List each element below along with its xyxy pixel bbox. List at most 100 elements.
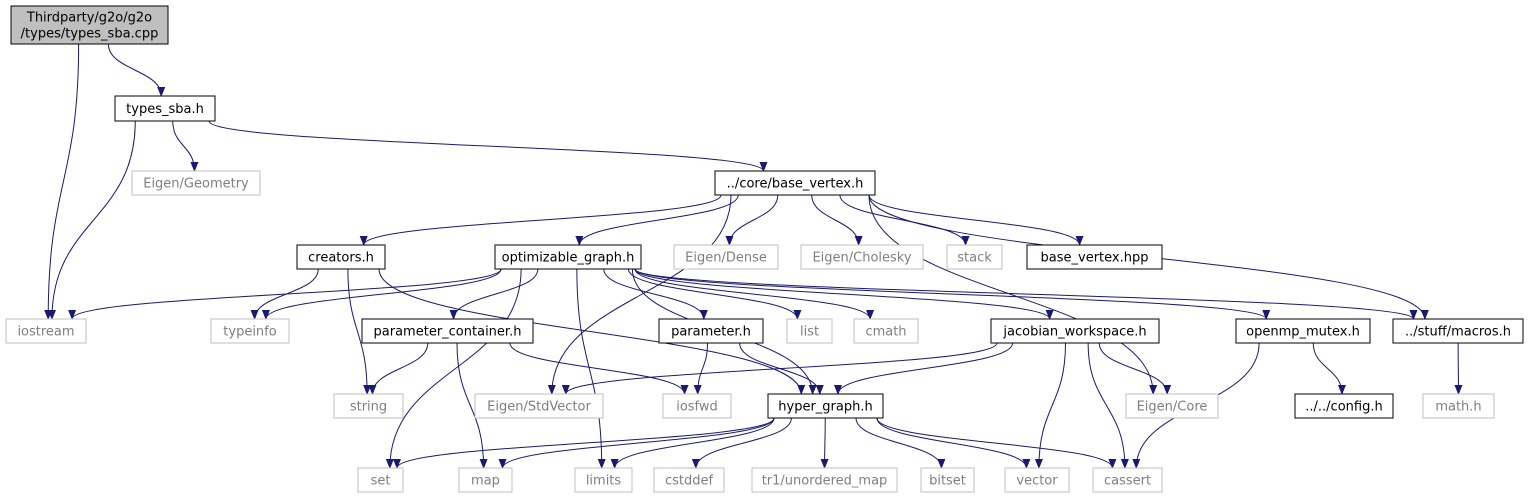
node-label: parameter_container.h (374, 325, 522, 340)
node-box (800, 244, 924, 270)
edge-parameter_container_h-to-iosfwd (509, 342, 689, 395)
edge-parameter_h-to-iosfwd (693, 342, 708, 395)
edge-root-to-types_sba_h (107, 43, 166, 97)
node-base-vertex-hpp[interactable]: base_vertex.hpp (1026, 244, 1163, 270)
node-box (920, 467, 975, 493)
edge-optimizable_graph_h-to-jacobian_workspace_h (634, 268, 1054, 320)
edge-optimizable_graph_h-to-parameter_h (603, 268, 708, 320)
node-eigen-geometry: Eigen/Geometry (131, 170, 261, 196)
node-eigen-dense: Eigen/Dense (673, 244, 779, 270)
node-label: jacobian_workspace.h (1002, 325, 1146, 340)
node-box (131, 170, 261, 196)
node-bitset: bitset (920, 467, 975, 493)
edge-base_vertex_h-to-creators_h (359, 194, 722, 246)
node-label: ../../config.h (1305, 400, 1382, 415)
node-list: list (786, 318, 833, 344)
node-box (662, 393, 732, 419)
node-iosfwd: iosfwd (662, 393, 732, 419)
node-parameter-container-h[interactable]: parameter_container.h (361, 318, 534, 344)
edge-base_vertex_h-to-optimizable_graph_h (575, 194, 739, 246)
edge-jacobian_workspace_h-to-vector (1034, 342, 1066, 469)
node-box (1004, 467, 1070, 493)
edge-optimizable_graph_h-to-set (385, 268, 522, 469)
node-box (574, 467, 633, 493)
node-label: Eigen/Dense (685, 251, 767, 266)
node-box (494, 244, 642, 270)
node-root[interactable]: Thirdparty/g2o/g2o/types/types_sba.cpp (10, 5, 169, 45)
node-box (296, 244, 386, 270)
edge-hyper_graph_h-to-bitset (855, 417, 946, 469)
edge-base_vertex_h-to-eigen_core (868, 194, 1158, 395)
node-box (946, 244, 1003, 270)
node-box (1125, 393, 1219, 419)
node-label: ../core/base_vertex.h (727, 177, 864, 192)
node-hyper-graph-h[interactable]: hyper_graph.h (767, 393, 884, 419)
node-box (990, 318, 1160, 344)
edge-optimizable_graph_h-to-cmath (634, 268, 875, 320)
node-label: base_vertex.hpp (1041, 251, 1149, 266)
node-box (853, 318, 919, 344)
node-label: Eigen/Core (1137, 400, 1208, 415)
edge-optimizable_graph_h-to-openmp_mutex_h (634, 268, 1271, 320)
node-label: /types/types_sba.cpp (21, 27, 159, 42)
edge-optimizable_graph_h-to-limits (576, 268, 606, 469)
node-box (1392, 318, 1524, 344)
edge-optimizable_graph_h-to-typeinfo (261, 268, 502, 320)
node-eigen-stdvector: Eigen/StdVector (474, 393, 604, 419)
node-cstddef: cstddef (653, 467, 725, 493)
node-label: string (350, 400, 387, 415)
edge-base_vertex_h-to-eigen_dense (725, 194, 779, 246)
node-box (1422, 393, 1495, 419)
edge-jacobian_workspace_h-to-eigen_core (1098, 342, 1172, 395)
node-box (658, 318, 764, 344)
node-label: stack (957, 251, 992, 266)
node-label: Eigen/Cholesky (812, 251, 911, 266)
edge-parameter_container_h-to-string (368, 342, 429, 395)
node-label: tr1/unordered_map (762, 474, 888, 489)
node-base-vertex-h[interactable]: ../core/base_vertex.h (714, 170, 876, 196)
edge-types_sba_h-to-eigen_geometry (172, 120, 199, 172)
edge-hyper_graph_h-to-limits (610, 417, 775, 469)
node-box (767, 393, 884, 419)
node-math-h: math.h (1422, 393, 1495, 419)
node-label: vector (1016, 474, 1058, 489)
edge-openmp_mutex_h-to-config_h (1312, 342, 1346, 395)
node-optimizable-graph-h[interactable]: optimizable_graph.h (494, 244, 642, 270)
node-label: optimizable_graph.h (502, 251, 635, 266)
node-cmath: cmath (853, 318, 919, 344)
edge-hyper_graph_h-to-cstddef (691, 417, 792, 469)
node-eigen-cholesky: Eigen/Cholesky (800, 244, 924, 270)
edge-base_vertex_h-to-base_vertex_hpp (868, 194, 1084, 246)
node-label: openmp_mutex.h (1246, 325, 1360, 340)
node-config-h[interactable]: ../../config.h (1294, 393, 1394, 419)
node-jacobian-workspace-h[interactable]: jacobian_workspace.h (990, 318, 1160, 344)
file-nodes: Thirdparty/g2o/g2o/types/types_sba.cppty… (5, 5, 1524, 493)
node-box (474, 393, 604, 419)
node-creators-h[interactable]: creators.h (296, 244, 386, 270)
node-types-sba-h[interactable]: types_sba.h (114, 95, 216, 122)
node-label: cassert (1104, 474, 1151, 489)
edge-base_vertex_h-to-eigen_cholesky (811, 194, 863, 246)
node-vector: vector (1004, 467, 1070, 493)
node-label: parameter.h (671, 325, 751, 340)
node-label: limits (586, 474, 622, 489)
node-label: Eigen/Geometry (143, 177, 249, 192)
node-box (458, 467, 513, 493)
node-box (673, 244, 779, 270)
edge-jacobian_workspace_h-to-eigen_stdvector (561, 342, 998, 395)
node-label: typeinfo (223, 325, 276, 340)
node-set: set (357, 467, 404, 493)
edge-root-to-iostream (44, 43, 80, 320)
node-openmp-mutex-h[interactable]: openmp_mutex.h (1235, 318, 1371, 344)
node-iostream: iostream (5, 318, 87, 344)
edge-optimizable_graph_h-to-list (627, 268, 802, 320)
node-box (751, 467, 898, 493)
node-parameter-h[interactable]: parameter.h (658, 318, 764, 344)
node-label: iosfwd (676, 400, 718, 415)
node-box (1235, 318, 1371, 344)
node-macros-h[interactable]: ../stuff/macros.h (1392, 318, 1524, 344)
node-box (361, 318, 534, 344)
node-tr1-unordered-map: tr1/unordered_map (751, 467, 898, 493)
node-box (653, 467, 725, 493)
